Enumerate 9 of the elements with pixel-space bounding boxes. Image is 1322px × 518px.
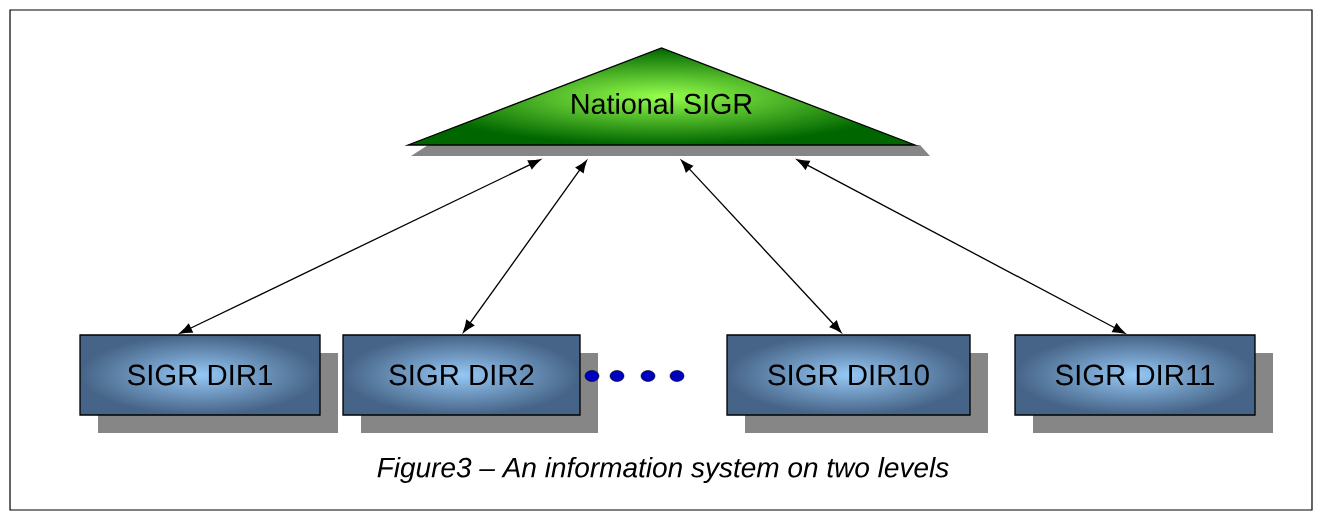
arrow [681, 160, 842, 333]
caption: Figure3 – An information system on two levels [377, 456, 949, 484]
arrow [462, 160, 587, 333]
arrow [796, 159, 1126, 334]
process-box: SIGR DIR10 [726, 334, 971, 416]
process-box: SIGR DIR1 [79, 334, 321, 416]
arrow [179, 159, 541, 334]
process-box: SIGR DIR2 [342, 334, 581, 416]
process-box: SIGR DIR11 [1014, 334, 1256, 416]
